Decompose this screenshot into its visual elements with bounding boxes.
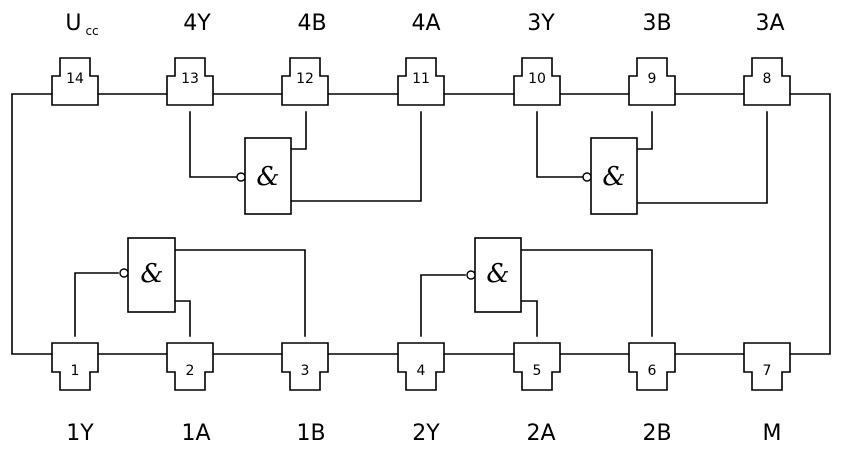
gate-3-symbol: & (602, 162, 625, 192)
gate-1-symbol: & (140, 259, 163, 289)
pin-label: 1A (181, 421, 210, 446)
pin-7: 7 M (743, 342, 791, 446)
pin-number: 14 (66, 71, 84, 87)
pin-12: 12 4B (281, 11, 329, 106)
pin-number: 11 (412, 71, 430, 87)
gate-1-wiring (74, 249, 306, 337)
pin-number: 6 (648, 363, 657, 379)
pin-number: 8 (763, 71, 772, 87)
pin-10: 10 3Y (513, 11, 561, 106)
pin-label: 4A (411, 11, 440, 36)
gate-1: & (119, 237, 176, 313)
pin-4: 4 2Y (397, 342, 445, 446)
gate-4: & (236, 137, 292, 215)
pin-label: 3B (642, 11, 671, 36)
pin-label: 3A (755, 11, 784, 36)
pin-number: 5 (533, 363, 542, 379)
gate-3-wiring (536, 111, 768, 204)
gate-4-symbol: & (256, 162, 279, 192)
pin-1: 1 1Y (51, 342, 99, 446)
pin-label: 2A (526, 421, 555, 446)
pin-2: 2 1A (166, 342, 214, 446)
pin-label: 2Y (412, 421, 440, 446)
pin-11: 11 4A (397, 11, 445, 106)
pin-number: 3 (301, 363, 310, 379)
pin-label: 3Y (527, 11, 555, 36)
gate-2-wiring (420, 249, 653, 337)
gate-2-output-bubble (466, 270, 476, 280)
gate-2: & (466, 237, 522, 313)
pin-label: 2B (642, 421, 671, 446)
pin-6: 6 2B (628, 342, 676, 446)
pin-number: 1 (71, 363, 80, 379)
gate-4-wiring (189, 111, 422, 202)
pin-8: 8 3A (743, 11, 791, 106)
gate-3-output-bubble (582, 172, 592, 182)
pin-number: 7 (763, 363, 772, 379)
pin-number: 4 (417, 363, 426, 379)
pin-label: 4B (297, 11, 326, 36)
gate-1-output-bubble (119, 268, 129, 278)
pin-label: 1Y (66, 421, 94, 446)
pin-label: 4Y (183, 11, 211, 36)
gate-4-output-bubble (236, 172, 246, 182)
gate-2-symbol: & (486, 259, 509, 289)
outer-rails (11, 93, 831, 355)
pin-number: 2 (186, 363, 195, 379)
bottom-pins: 1 1Y 2 1A 3 1B 4 2Y 5 2A 6 2B (51, 342, 791, 446)
pin-5: 5 2A (513, 342, 561, 446)
pin-13: 13 4Y (166, 11, 214, 106)
pin-label: M (763, 421, 782, 446)
pin-label: 1B (296, 421, 325, 446)
pin-number: 13 (181, 71, 199, 87)
pin-3: 3 1B (281, 342, 329, 446)
pin-number: 10 (528, 71, 546, 87)
pin-9: 9 3B (628, 11, 676, 106)
pin-number: 9 (648, 71, 657, 87)
pin-number: 12 (296, 71, 314, 87)
gate-3: & (582, 137, 638, 215)
